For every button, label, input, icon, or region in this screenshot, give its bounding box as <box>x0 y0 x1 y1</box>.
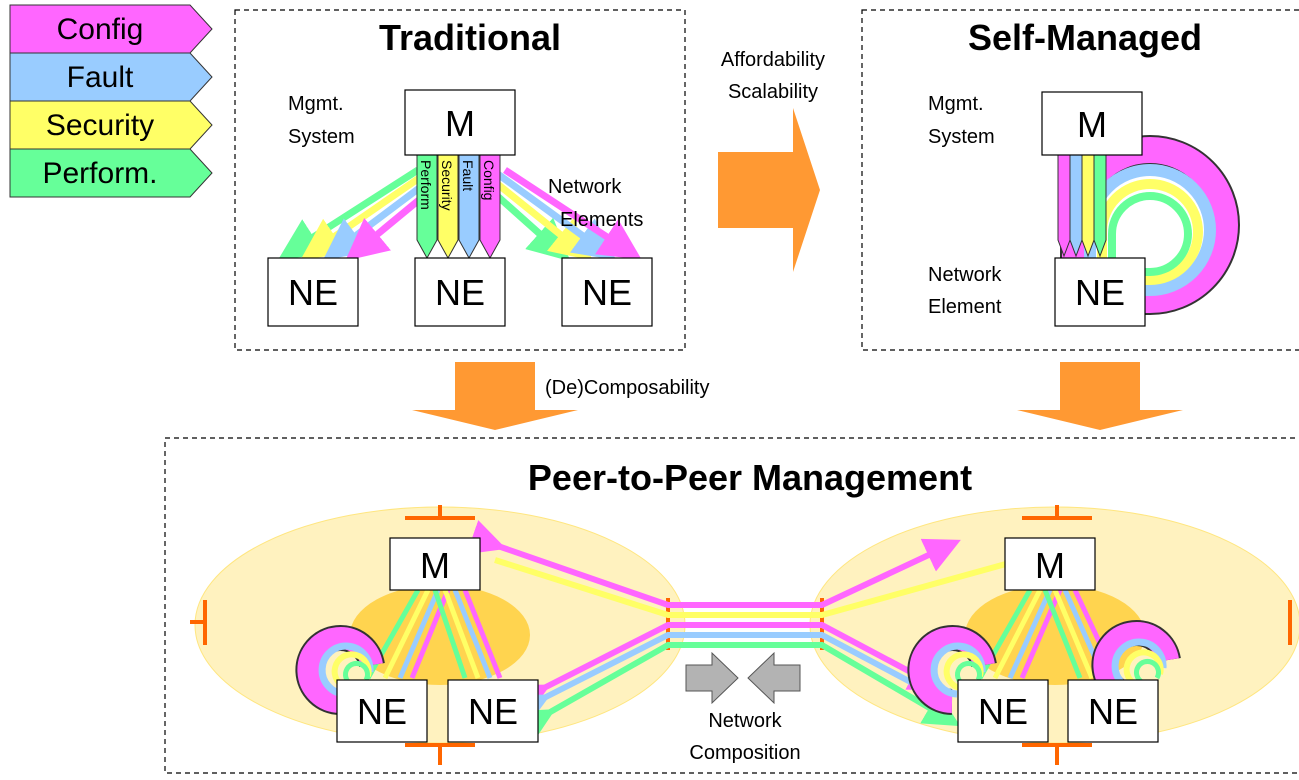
traditional-ne-left: NE <box>267 257 359 327</box>
self-managed-mgmt-label: Mgmt. <box>928 93 984 115</box>
legend-item-perform: Perform. <box>9 148 213 198</box>
legend-item-security: Security <box>9 100 213 150</box>
composition-arrow-left <box>747 651 801 705</box>
ne-text: NE <box>1088 691 1138 732</box>
composability-label: (De)Composability <box>545 377 710 399</box>
self-loop-left <box>295 625 385 715</box>
inter-domain-arrows <box>466 520 1021 743</box>
scalability-label: Scalability <box>728 81 818 103</box>
traditional-m-text: M <box>445 103 475 144</box>
self-managed-title: Self-Managed <box>968 17 1202 58</box>
legend-fault-label: Fault <box>67 61 134 94</box>
ne-text: NE <box>357 691 407 732</box>
legend-item-config: Config <box>9 4 213 54</box>
down-arrow-left <box>412 362 578 430</box>
traditional-ne-center: NE <box>414 257 506 327</box>
self-vertical-arrows <box>1057 154 1107 258</box>
legend-item-fault: Fault <box>9 52 213 102</box>
ne-text: NE <box>978 691 1028 732</box>
self-m-text: M <box>1077 104 1107 145</box>
ne-text: NE <box>582 272 632 313</box>
network-composition-label-1: Network <box>708 710 782 732</box>
arrow-fault-label: Fault <box>460 160 476 191</box>
p2p-panel: Peer-to-Peer Management <box>164 437 1299 774</box>
traditional-panel: Traditional Mgmt. System Perform Securit… <box>234 9 686 351</box>
arrow-config-label: Config <box>481 160 497 200</box>
p2p-right-ne-1: NE <box>957 679 1049 743</box>
legend-perform-label: Perform. <box>42 157 157 190</box>
down-arrow-right <box>1017 362 1183 430</box>
arrow-security-label: Security <box>439 160 455 211</box>
p2p-left-m-box: M <box>389 537 481 591</box>
network-composition-label-2: Composition <box>689 742 800 764</box>
legend: Config Fault Security Perform. <box>9 4 213 198</box>
p2p-right-ne-2: NE <box>1067 679 1159 743</box>
big-right-arrow <box>718 108 820 272</box>
p2p-right-m-box: M <box>1004 537 1096 591</box>
traditional-network-label: Network <box>548 176 622 198</box>
p2p-left-ne-2: NE <box>447 679 539 743</box>
legend-config-label: Config <box>57 13 144 46</box>
p2p-title: Peer-to-Peer Management <box>528 457 972 498</box>
traditional-system-label: System <box>288 126 355 148</box>
ne-text: NE <box>1075 272 1125 313</box>
traditional-m-box: M <box>404 89 516 156</box>
traditional-ne-right: NE <box>561 257 653 327</box>
affordability-label: Affordability <box>721 49 825 71</box>
composition-arrow-right <box>685 651 739 705</box>
self-element-label: Element <box>928 296 1002 318</box>
self-managed-system-label: System <box>928 126 995 148</box>
self-loop-right-1 <box>907 625 997 715</box>
self-managed-panel: Self-Managed Mgmt. System M NE Network E… <box>861 9 1299 351</box>
p2p-m-text: M <box>1035 545 1065 586</box>
self-m-box: M <box>1041 91 1143 156</box>
self-network-label: Network <box>928 264 1002 286</box>
p2p-left-ne-1: NE <box>336 679 428 743</box>
ne-text: NE <box>288 272 338 313</box>
legend-security-label: Security <box>46 109 154 142</box>
traditional-mgmt-label: Mgmt. <box>288 93 344 115</box>
p2p-m-text: M <box>420 545 450 586</box>
traditional-elements-label: Elements <box>560 209 643 231</box>
traditional-title: Traditional <box>379 17 561 58</box>
transition: Affordability Scalability <box>718 49 825 272</box>
arrow-perform-label: Perform <box>418 160 434 210</box>
self-ne-box: NE <box>1054 257 1146 327</box>
traditional-vertical-arrows: Perform Security Fault Config <box>416 154 501 260</box>
ne-text: NE <box>435 272 485 313</box>
ne-text: NE <box>468 691 518 732</box>
